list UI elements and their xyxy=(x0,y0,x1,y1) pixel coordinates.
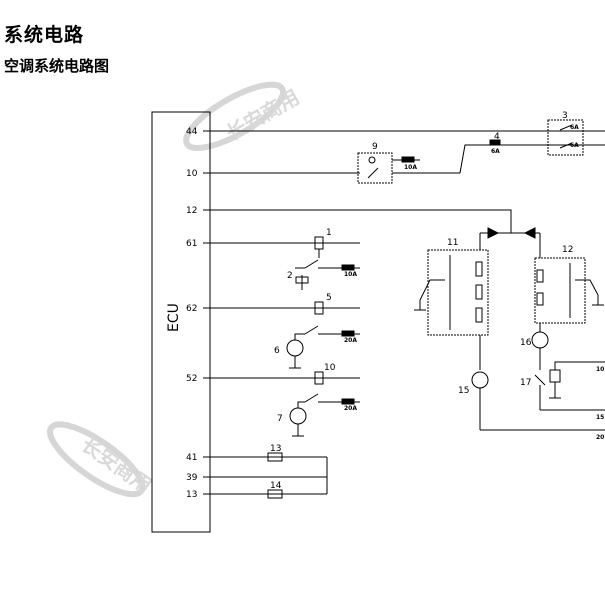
component-10: 10 xyxy=(324,363,336,373)
ecu-pin-52: 52 xyxy=(186,374,197,384)
component-1: 1 xyxy=(326,228,332,238)
ecu-pin-61: 61 xyxy=(186,239,197,249)
watermark-logo-bottom: 长安商用 xyxy=(47,421,156,498)
fuse-5-rating: 20A xyxy=(344,337,357,344)
component-12: 12 xyxy=(562,245,573,255)
component-2: 2 xyxy=(287,271,293,281)
fuse-9-rating: 10A xyxy=(404,164,417,171)
ecu-box xyxy=(151,111,211,533)
ecu-pin-10: 10 xyxy=(186,169,198,179)
component-4: 4 xyxy=(494,132,500,142)
component-9: 9 xyxy=(372,142,378,152)
page-title: 系统电路 xyxy=(4,24,85,46)
component-7: 7 xyxy=(277,414,283,424)
ecu-pin-62: 62 xyxy=(186,304,197,314)
fuse-1-rating: 10A xyxy=(344,271,357,278)
fuse-17-rating-a: 10 xyxy=(596,366,604,373)
ecu-label: ECU xyxy=(166,303,182,332)
component-17: 17 xyxy=(520,378,531,388)
component-14: 14 xyxy=(270,481,282,491)
ecu-pin-12: 12 xyxy=(186,206,197,216)
page-subtitle: 空调系统电路图 xyxy=(4,57,110,75)
relay-3-rating-a: 6A xyxy=(570,124,579,131)
fuse-4-rating: 6A xyxy=(491,148,500,155)
component-3: 3 xyxy=(562,111,568,121)
ecu-pin-39: 39 xyxy=(186,473,198,483)
ecu-pin-41: 41 xyxy=(186,453,197,463)
component-11: 11 xyxy=(447,238,458,248)
component-5: 5 xyxy=(326,293,332,303)
ecu-pin-44: 44 xyxy=(186,127,198,137)
component-15: 15 xyxy=(458,386,469,396)
ecu-pin-13: 13 xyxy=(186,490,197,500)
watermark-logo-top: 长安商用 xyxy=(183,81,303,151)
fuse-17-rating-c: 20 xyxy=(596,434,604,441)
relay-3-rating-b: 6A xyxy=(570,142,579,149)
component-13: 13 xyxy=(270,444,281,454)
fuse-17-rating-b: 15 xyxy=(596,414,604,421)
component-16: 16 xyxy=(520,338,532,348)
component-6: 6 xyxy=(274,346,280,356)
fuse-10-rating: 20A xyxy=(344,405,357,412)
